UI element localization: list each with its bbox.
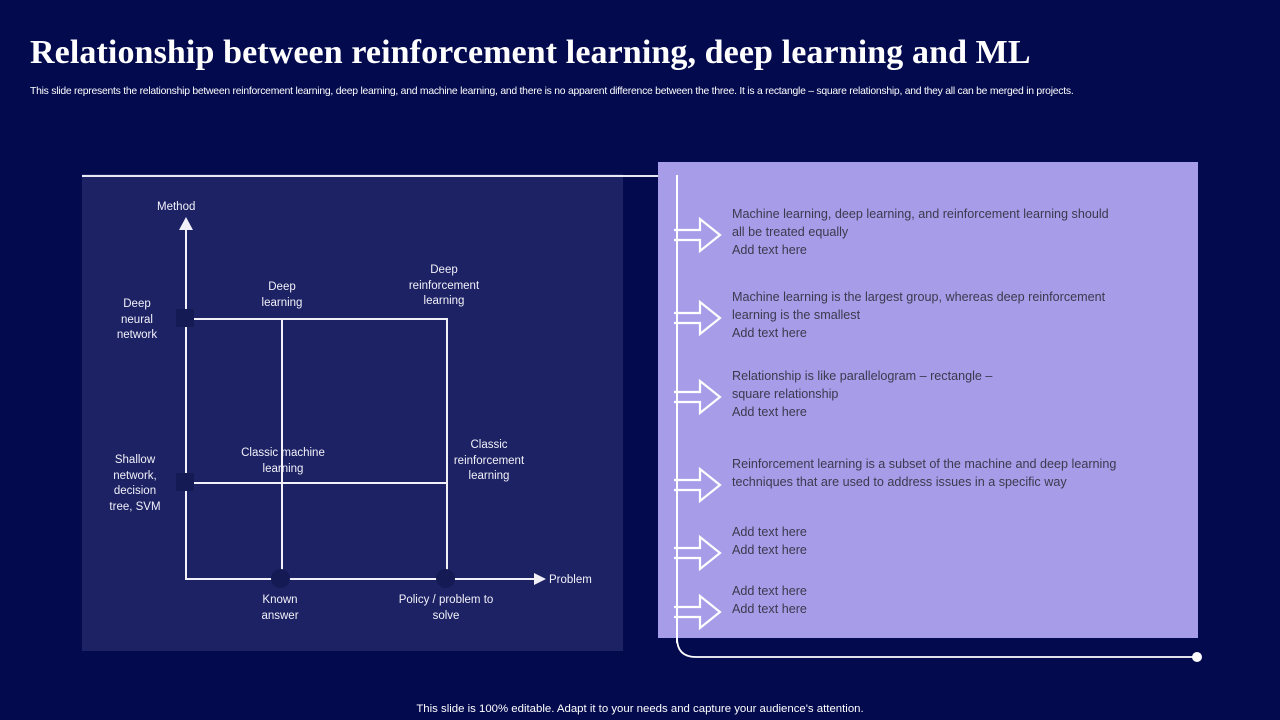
list-item[interactable]: Add text here Add text here: [658, 523, 1198, 583]
page-title: Relationship between reinforcement learn…: [30, 34, 1031, 71]
arrow-right-icon: [672, 590, 722, 634]
arrow-right-icon: [672, 213, 722, 257]
arrow-right-icon: [672, 531, 722, 575]
quadrant-label-classic-machine-learning: Classic machine learning: [241, 447, 325, 475]
quadrant-label-deep-reinforcement-learning: Deep reinforcement learning: [408, 264, 480, 307]
footer-note: This slide is 100% editable. Adapt it to…: [416, 703, 864, 715]
list-item[interactable]: Machine learning is the largest group, w…: [658, 288, 1198, 348]
x-tick-marker-0: [271, 569, 290, 588]
grid-line-top: [186, 318, 447, 320]
y-axis-line: [185, 228, 187, 580]
y-tick-label-0: Deep neural network: [116, 298, 158, 341]
x-tick-label-1: Policy / problem to solve: [398, 594, 494, 622]
list-item-text: Reinforcement learning is a subset of th…: [732, 457, 1117, 489]
quadrant-label-deep-learning: Deep learning: [261, 281, 303, 309]
arrow-right-icon: [672, 375, 722, 419]
quadrant-label-classic-reinforcement-learning: Classic reinforcement learning: [453, 439, 525, 482]
x-tick-label-0: Known answer: [261, 594, 299, 622]
list-item-text: Relationship is like parallelogram – rec…: [732, 369, 993, 419]
list-item-text: Machine learning, deep learning, and rei…: [732, 207, 1109, 257]
list-item[interactable]: Reinforcement learning is a subset of th…: [658, 455, 1198, 515]
list-item[interactable]: Relationship is like parallelogram – rec…: [658, 367, 1198, 427]
grid-line-middle: [186, 482, 447, 484]
list-item[interactable]: Add text here Add text here: [658, 582, 1198, 642]
list-item-text: Add text here Add text here: [732, 584, 807, 616]
list-item[interactable]: Machine learning, deep learning, and rei…: [658, 205, 1198, 265]
top-divider-rule: [82, 175, 678, 177]
arrow-right-icon: [672, 296, 722, 340]
y-axis-label: Method: [157, 201, 196, 213]
arrow-right-icon: [672, 463, 722, 507]
x-tick-marker-1: [436, 569, 455, 588]
y-tick-marker-0: [176, 309, 194, 327]
list-item-text: Machine learning is the largest group, w…: [732, 290, 1106, 340]
x-axis-arrow-icon: [534, 573, 546, 585]
y-axis-arrow-icon: [179, 217, 193, 230]
list-item-text: Add text here Add text here: [732, 525, 807, 557]
diagram-panel: [82, 174, 623, 651]
y-tick-label-1: Shallow network, decision tree, SVM: [109, 454, 161, 513]
page-subtitle: This slide represents the relationship b…: [30, 86, 1074, 97]
notes-panel: [658, 162, 1198, 638]
bullet-spine-line: [676, 175, 678, 643]
y-tick-marker-1: [176, 473, 194, 491]
grid-line-vertical-inner: [281, 318, 283, 579]
x-axis-line: [185, 578, 537, 580]
x-axis-label: Problem: [549, 574, 592, 586]
grid-line-vertical-right: [446, 318, 448, 579]
